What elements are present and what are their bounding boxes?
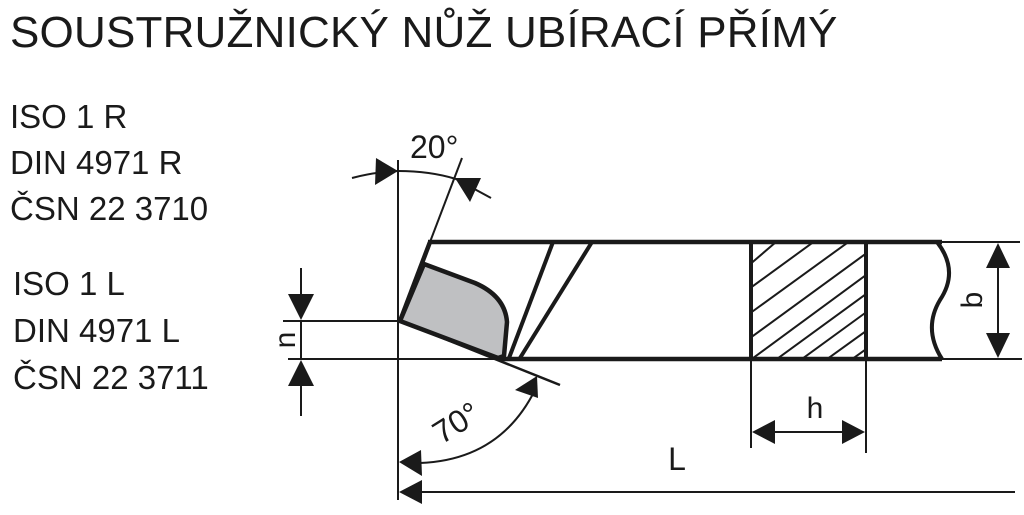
arrowhead-icon [986, 243, 1010, 268]
arrowhead-icon [752, 420, 775, 444]
dimension-n-label: n [269, 332, 302, 349]
page-title: SOUSTRUŽNICKÝ NŮŽ UBÍRACÍ PŘÍMÝ [10, 8, 838, 57]
standard-din-l: DIN 4971 L [13, 312, 180, 349]
standards-left-hand: ISO 1 L DIN 4971 L ČSN 22 3711 [13, 260, 209, 401]
arrowhead-icon [375, 158, 398, 185]
arrowhead-icon [842, 420, 865, 444]
dimension-L-label: L [668, 441, 686, 477]
carbide-insert [397, 261, 510, 361]
standard-iso-r: ISO 1 R [10, 98, 128, 135]
arrowhead-icon [399, 480, 422, 504]
cross-section-hatch [749, 240, 868, 361]
dimension-b-label: b [956, 292, 989, 309]
standard-csn-r: ČSN 22 3710 [10, 190, 209, 227]
arrowhead-icon [455, 178, 481, 202]
standards-right-hand: ISO 1 R DIN 4971 R ČSN 22 3710 [10, 94, 208, 232]
dimension-b: b [942, 241, 1022, 360]
arrowhead-icon [288, 294, 314, 320]
arrowhead-icon [515, 376, 538, 398]
arrowhead-icon [288, 360, 314, 386]
dimension-L: L [399, 441, 1015, 504]
dimension-h: h [750, 359, 867, 453]
angle-20-dimension: 20° [351, 129, 492, 243]
dimension-h-label: h [807, 392, 824, 425]
arrowhead-icon [986, 333, 1010, 358]
angle-70-label: 70° [426, 395, 486, 451]
standard-iso-l: ISO 1 L [13, 265, 125, 302]
standard-csn-l: ČSN 22 3711 [13, 359, 209, 396]
dimension-n: n [269, 268, 500, 416]
angle-20-label: 20° [410, 129, 458, 165]
standard-din-r: DIN 4971 R [10, 144, 183, 181]
angle-70-dimension: 70° [399, 376, 538, 476]
arrowhead-icon [399, 450, 422, 476]
